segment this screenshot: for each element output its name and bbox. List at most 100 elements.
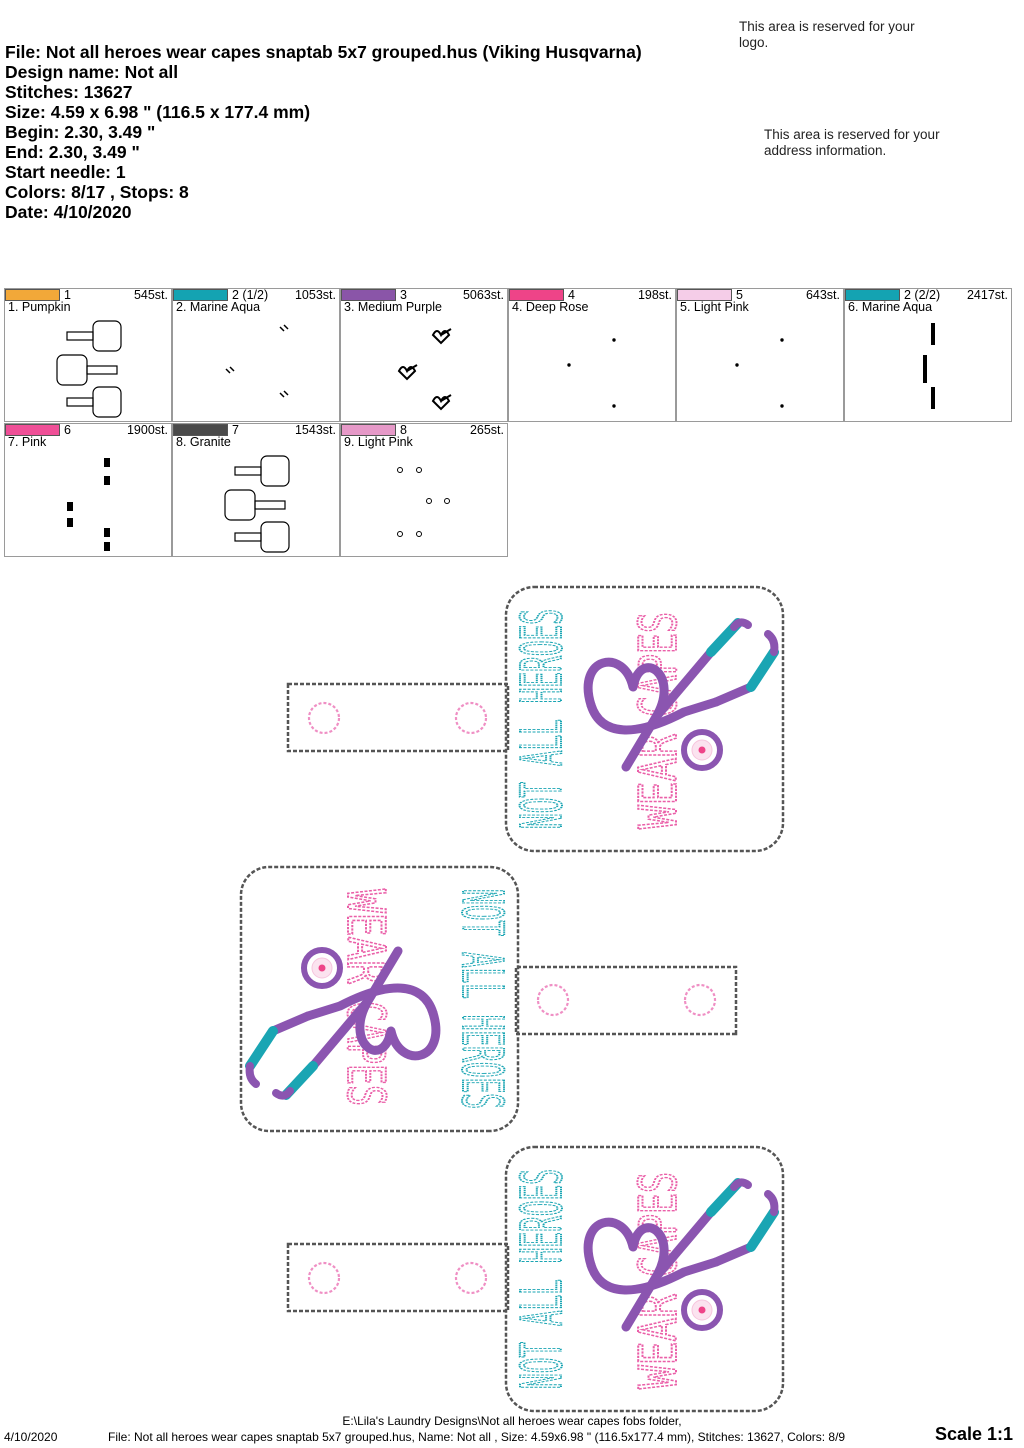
color-swatch [845, 289, 900, 301]
color-block-name: 8. Granite [176, 435, 231, 449]
logo-placeholder: This area is reserved for your logo. [739, 19, 915, 50]
scale-label: Scale 1:1 [935, 1424, 1014, 1444]
color-block: 7 1543st. 8. Granite [172, 423, 340, 557]
color-block-stitches: 643st. [805, 288, 840, 302]
color-block-number: 8 [400, 423, 407, 437]
snap-hole [454, 701, 488, 735]
ear-tip-left [272, 1087, 294, 1100]
stethoscope-heart [583, 657, 669, 772]
fob-body [239, 865, 520, 1133]
snaptab-strap [286, 1242, 510, 1313]
date-line: Date: 4/10/2020 [5, 202, 132, 222]
heroes-text: NOT ALL HEROES [510, 1169, 575, 1389]
color-swatch [677, 289, 732, 301]
color-block-number: 4 [568, 288, 575, 302]
begin-line: Begin: 2.30, 3.49 " [5, 122, 156, 142]
color-block-name: 6. Marine Aqua [848, 300, 933, 314]
color-block-stitches: 1900st. [126, 423, 168, 437]
color-swatch [341, 424, 396, 436]
color-block-preview [735, 338, 784, 408]
snaptab-strap [286, 682, 510, 753]
color-block-stitches: 265st. [469, 423, 504, 437]
color-block-stitches: 1543st. [294, 423, 336, 437]
color-block: 3 5063st. 3. Medium Purple [340, 288, 508, 422]
color-block-name: 3. Medium Purple [344, 300, 442, 314]
color-block-preview [56, 320, 122, 418]
color-swatch [341, 289, 396, 301]
ear-tip-right [245, 1062, 260, 1088]
color-block-preview [225, 324, 289, 398]
stitches-line: Stitches: 13627 [5, 82, 133, 102]
ear-tip-left [730, 618, 752, 631]
start-needle-line: Start needle: 1 [5, 162, 126, 182]
color-block: 5 643st. 5. Light Pink [676, 288, 844, 422]
color-block-preview [67, 458, 110, 551]
color-swatch [173, 424, 228, 436]
color-block-name: 9. Light Pink [344, 435, 413, 449]
earpiece-right [245, 1026, 278, 1071]
color-swatch [5, 289, 60, 301]
color-block-name: 2. Marine Aqua [176, 300, 261, 314]
color-block-name: 5. Light Pink [680, 300, 749, 314]
fob-body [504, 1145, 785, 1413]
snap-hole [307, 1261, 341, 1295]
earpiece-right [746, 1207, 779, 1252]
color-block-preview [397, 328, 452, 411]
color-block-number: 5 [736, 288, 743, 302]
snaptab-strap [514, 965, 738, 1036]
color-block-preview [397, 467, 450, 537]
color-block-name: 7. Pink [8, 435, 47, 449]
heroes-text: NOT ALL HEROES [449, 889, 514, 1109]
design-info: File: Not all heroes wear capes snaptab … [5, 42, 642, 222]
stethoscope-tube [586, 697, 721, 735]
color-block-number: 6 [64, 423, 71, 437]
color-block-name: 4. Deep Rose [512, 300, 589, 314]
color-block-stitches: 198st. [637, 288, 672, 302]
color-block-stitches: 5063st. [462, 288, 504, 302]
footer-design-info: File: Not all heroes wear capes snaptab … [108, 1430, 846, 1444]
color-block: 6 1900st. 7. Pink [4, 423, 172, 557]
stethoscope-tube [586, 1257, 721, 1295]
snap-hole [683, 983, 717, 1017]
stethoscope-heart [583, 1217, 669, 1332]
heroes-text: NOT ALL HEROES [510, 609, 575, 829]
colors-stops-line: Colors: 8/17 , Stops: 8 [5, 182, 189, 202]
color-block: 2 (2/2)2417st.6. Marine Aqua [844, 288, 1012, 422]
earpiece-right [746, 647, 779, 692]
color-block-number: 2 (1/2) [232, 288, 269, 302]
color-block: 8 265st. 9. Light Pink [340, 423, 508, 557]
file-line: File: Not all heroes wear capes snaptab … [5, 42, 642, 62]
color-block-preview [224, 455, 290, 553]
fob-body [504, 585, 785, 853]
color-block: 4 198st. 4. Deep Rose [508, 288, 676, 422]
stethoscope-heart [355, 946, 441, 1061]
footer-date: 4/10/2020 [4, 1430, 58, 1444]
color-swatch [5, 424, 60, 436]
chest-piece-center [698, 746, 706, 754]
ear-tip-right [764, 1190, 779, 1216]
color-block-stitches: 1053st. [294, 288, 336, 302]
design-name-line: Design name: Not all [5, 62, 179, 82]
snap-hole [307, 701, 341, 735]
color-block-number: 1 [64, 288, 71, 302]
color-block-preview [567, 338, 616, 408]
color-block-name: 1. Pumpkin [8, 300, 71, 314]
color-block-number: 7 [232, 423, 239, 437]
size-line: Size: 4.59 x 6.98 " (116.5 x 177.4 mm) [5, 102, 311, 122]
ear-tip-right [764, 630, 779, 656]
ear-tip-left [730, 1178, 752, 1191]
stethoscope-tube [303, 983, 438, 1021]
snap-hole [536, 983, 570, 1017]
snap-hole [454, 1261, 488, 1295]
color-swatch [173, 289, 228, 301]
end-line: End: 2.30, 3.49 " [5, 142, 140, 162]
color-block-number: 3 [400, 288, 407, 302]
chest-piece-center [318, 964, 326, 972]
footer-folder-path: E:\Lila's Laundry Designs\Not all heroes… [342, 1414, 682, 1428]
